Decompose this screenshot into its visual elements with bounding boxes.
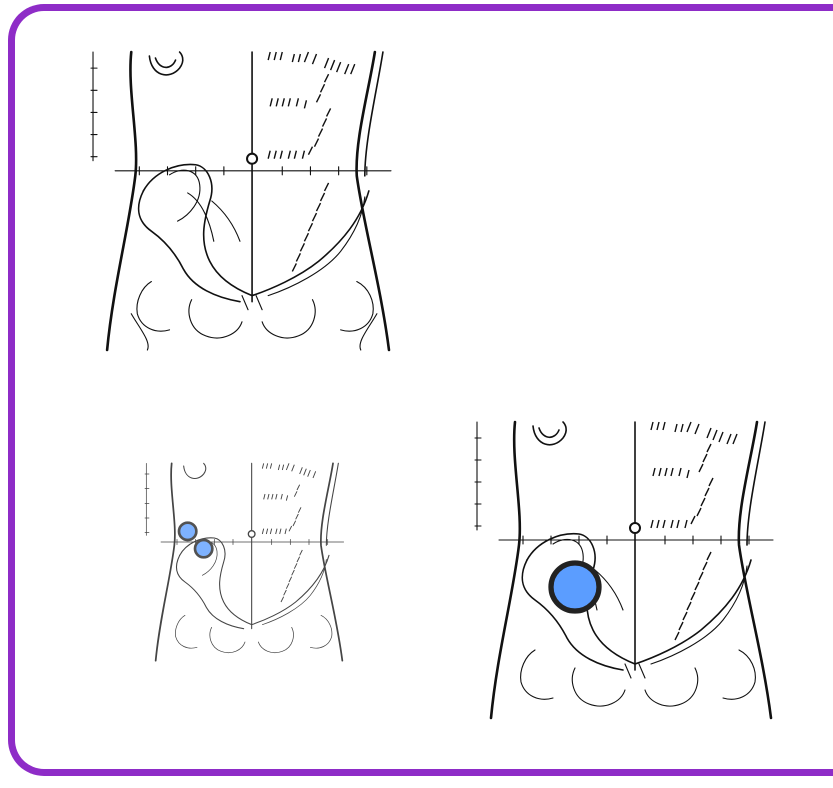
hatch-marks	[262, 463, 315, 602]
ribcage-lines	[184, 463, 206, 478]
title-fragment	[295, 0, 625, 19]
marker-layer	[551, 563, 599, 611]
torso-outline	[156, 463, 343, 660]
location-marker-1	[179, 523, 196, 540]
ribcage-lines	[149, 52, 182, 75]
location-marker-1	[551, 563, 599, 611]
torso-outline	[107, 52, 389, 350]
torso-outline	[491, 422, 771, 718]
ribcage-lines	[533, 422, 566, 445]
pelvis-bones	[131, 165, 377, 350]
location-marker-2	[195, 540, 212, 557]
pelvis-bones	[521, 534, 756, 706]
torso-diagram-reference	[82, 50, 402, 352]
torso-diagram-one-marker	[475, 420, 775, 720]
torso-diagram-two-markers	[143, 462, 347, 662]
